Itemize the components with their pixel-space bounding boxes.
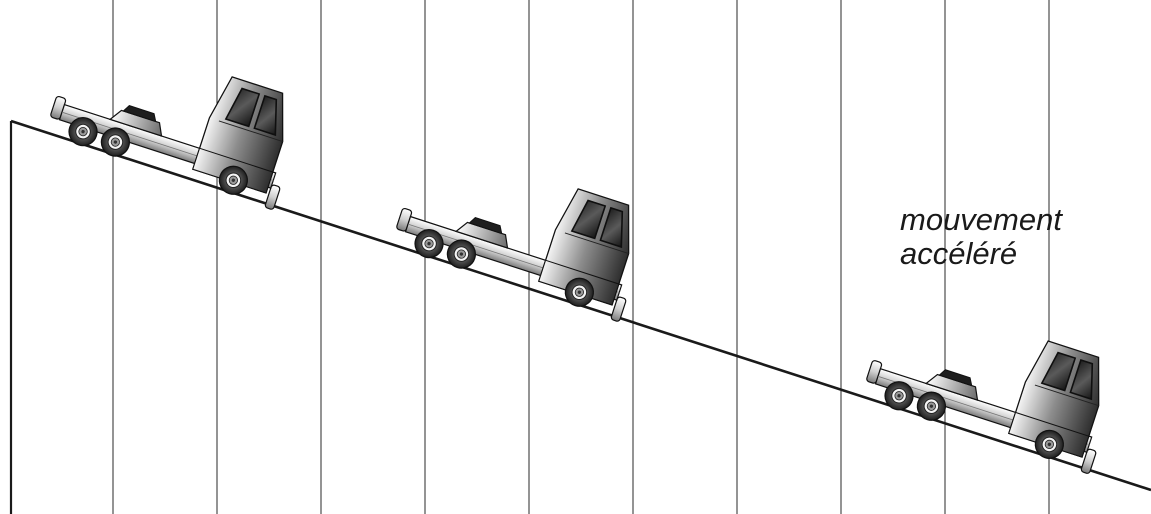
- cab-window-front: [253, 94, 278, 137]
- wheel-rear-2: [100, 127, 130, 157]
- cab-window-rear: [224, 87, 261, 128]
- caption-text: mouvement accéléré: [900, 203, 1062, 271]
- truck-2: [396, 188, 630, 322]
- wheel-rear-1: [414, 229, 444, 259]
- cab-window-front: [1069, 358, 1094, 401]
- wheel-rear-1: [68, 117, 98, 147]
- wheel-rear-2: [446, 239, 476, 269]
- caption-line-1: mouvement: [900, 202, 1062, 237]
- cab-window-rear: [570, 199, 607, 240]
- truck-1: [50, 76, 284, 210]
- wheel-rear-1: [884, 381, 914, 411]
- wheel-front: [564, 277, 594, 307]
- wheel-front: [218, 165, 248, 195]
- cab-window-rear: [1040, 351, 1077, 392]
- wheel-rear-2: [916, 391, 946, 421]
- caption-line-2: accéléré: [900, 236, 1018, 271]
- trucks-group: [50, 76, 1100, 474]
- wheel-front: [1034, 429, 1064, 459]
- truck-3: [866, 340, 1100, 474]
- cab-window-front: [599, 206, 624, 249]
